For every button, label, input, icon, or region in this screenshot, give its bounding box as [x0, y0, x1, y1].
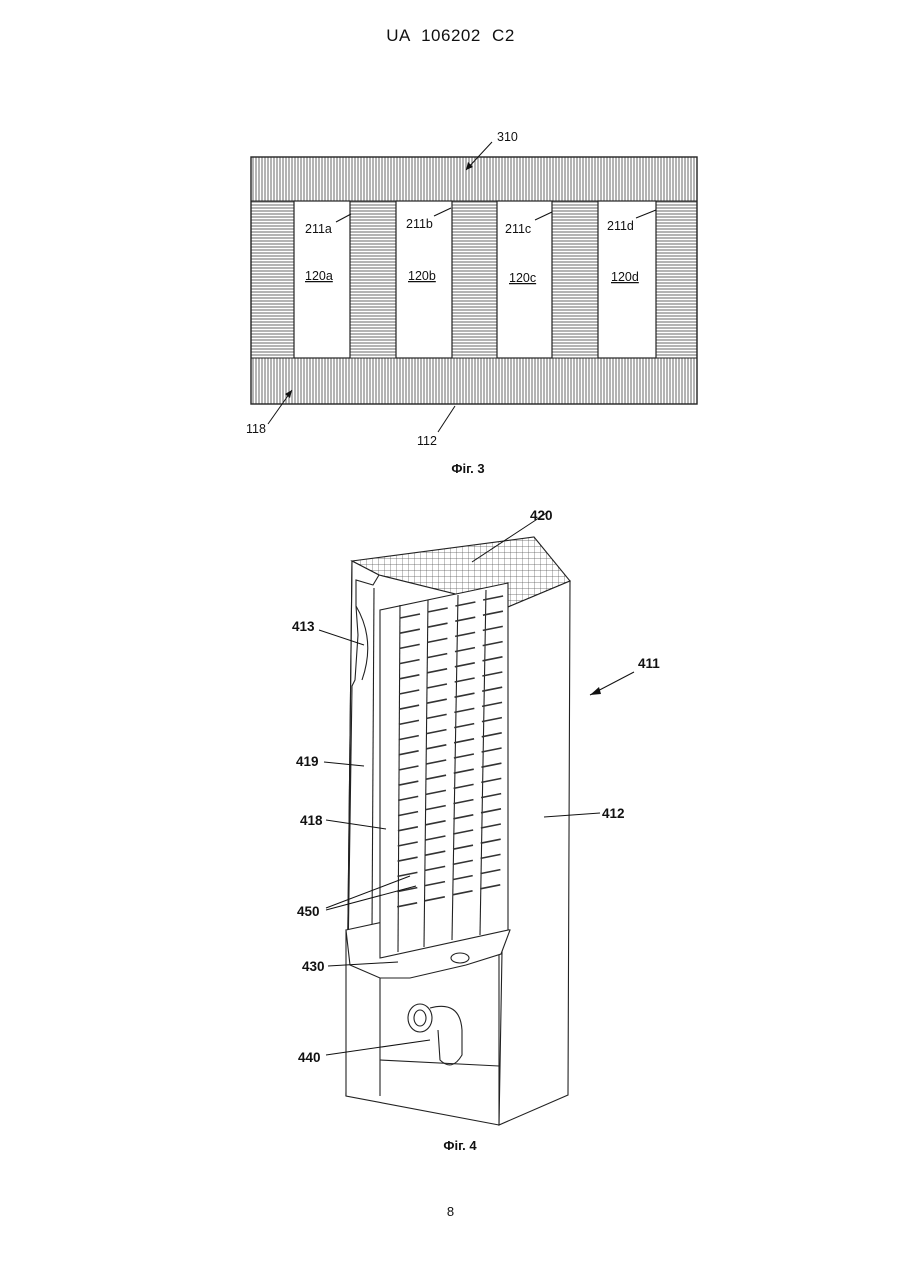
leader-112	[438, 406, 455, 432]
arrow-411	[590, 687, 601, 695]
divider-1	[350, 201, 396, 358]
label-112: 112	[417, 434, 437, 448]
label-440: 440	[298, 1050, 321, 1065]
label-120c: 120c	[509, 271, 536, 285]
page-number: 8	[0, 1204, 901, 1219]
label-120a: 120a	[305, 269, 333, 283]
frame-bottom	[251, 358, 697, 404]
label-118: 118	[246, 422, 266, 436]
figure-3-caption: Фіг. 3	[408, 461, 528, 476]
label-211c: 211c	[505, 222, 531, 236]
label-120d: 120d	[611, 270, 639, 284]
label-411: 411	[638, 656, 660, 671]
figure-4-caption: Фіг. 4	[400, 1138, 520, 1153]
figure-3: 310 211a 211b 211c 211d 120a 120b 120c 1…	[246, 130, 697, 448]
label-412: 412	[602, 806, 625, 821]
divider-2	[452, 201, 497, 358]
frame-left	[251, 201, 294, 358]
label-211d: 211d	[607, 219, 634, 233]
frame-right	[656, 201, 697, 358]
label-450: 450	[297, 904, 320, 919]
figure-4	[319, 512, 634, 1125]
frame-top	[251, 157, 697, 201]
label-420: 420	[530, 508, 553, 523]
divider-3	[552, 201, 598, 358]
label-430: 430	[302, 959, 325, 974]
label-418: 418	[300, 813, 323, 828]
label-120b: 120b	[408, 269, 436, 283]
label-211a: 211a	[305, 222, 332, 236]
outer-wall-right	[499, 581, 570, 1125]
pipe-440-opening	[408, 1004, 432, 1032]
label-211b: 211b	[406, 217, 433, 231]
label-419: 419	[296, 754, 319, 769]
inner-left-edge	[372, 588, 374, 930]
label-413: 413	[292, 619, 315, 634]
label-310: 310	[497, 130, 518, 144]
